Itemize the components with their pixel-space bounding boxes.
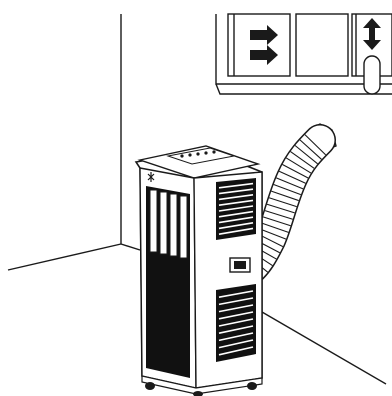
floor-right-line (262, 312, 386, 384)
window-slot-outlet (364, 56, 380, 94)
up-down-arrow-icon (363, 18, 381, 50)
floor-left-line (8, 244, 121, 270)
wall-base-line (121, 244, 140, 250)
wheel (145, 382, 155, 390)
right-arrow-icon (250, 45, 278, 65)
air-conditioner-unit (136, 146, 262, 396)
wheel (247, 382, 257, 390)
window-pane-mid (296, 14, 348, 76)
side-lower-grille (216, 284, 256, 362)
window-pane-left (228, 14, 290, 76)
right-arrow-icon (250, 25, 278, 45)
side-upper-grille (216, 178, 256, 240)
hose-connector-inner (234, 261, 246, 269)
